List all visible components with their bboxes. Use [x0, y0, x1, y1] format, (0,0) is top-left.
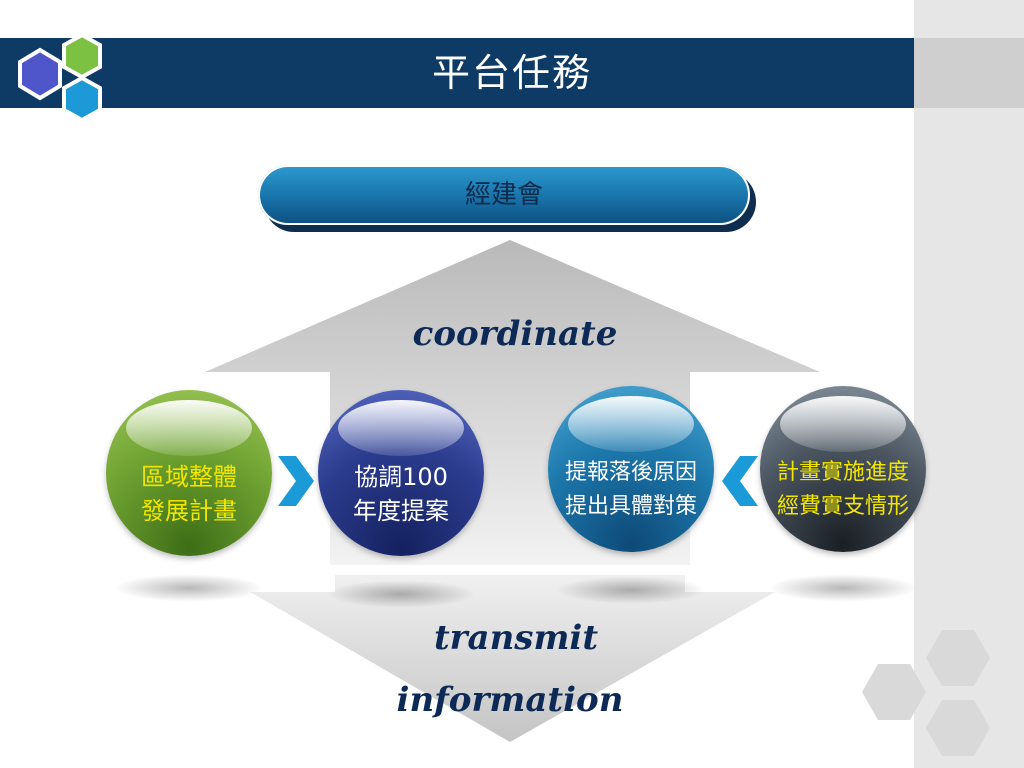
node-line-2: 經費實支情形 [776, 494, 909, 519]
chevron-left-icon [722, 456, 758, 506]
node-line-1: 提報落後原因 [564, 460, 697, 485]
side-band [914, 38, 1024, 108]
chevron-right-icon [278, 456, 314, 506]
node-delay-report: 提報落後原因 提出具體對策 [548, 386, 714, 552]
node-label: 計畫實施進度 經費實支情形 [760, 456, 926, 524]
node-line-2: 年度提案 [353, 497, 449, 525]
node-shadow [114, 574, 264, 602]
page-title: 平台任務 [431, 51, 592, 95]
information-label: information [396, 680, 624, 720]
transmit-label: transmit [433, 618, 599, 658]
node-line-2: 發展計畫 [141, 497, 237, 525]
node-regional-development: 區域整體 發展計畫 [106, 390, 272, 556]
node-shadow [768, 574, 918, 602]
node-shadow [556, 576, 706, 604]
node-line-1: 協調100 [354, 463, 448, 491]
hexagon-logo-icon [18, 32, 102, 123]
node-progress-expenditure: 計畫實施進度 經費實支情形 [760, 386, 926, 552]
title-bar [0, 38, 914, 108]
node-line-2: 提出具體對策 [564, 494, 697, 519]
node-label: 提報落後原因 提出具體對策 [548, 456, 714, 524]
node-line-1: 區域整體 [141, 463, 237, 491]
top-organization-label: 經建會 [464, 180, 543, 210]
node-label: 區域整體 發展計畫 [106, 460, 272, 528]
top-organization-box: 經建會 [258, 165, 750, 225]
coordinate-label: coordinate [412, 314, 618, 354]
decorative-hexagons-icon [862, 630, 990, 756]
node-label: 協調100 年度提案 [318, 460, 484, 528]
node-shadow [326, 580, 476, 608]
node-line-1: 計畫實施進度 [776, 460, 909, 485]
node-coordination-proposal: 協調100 年度提案 [318, 390, 484, 556]
